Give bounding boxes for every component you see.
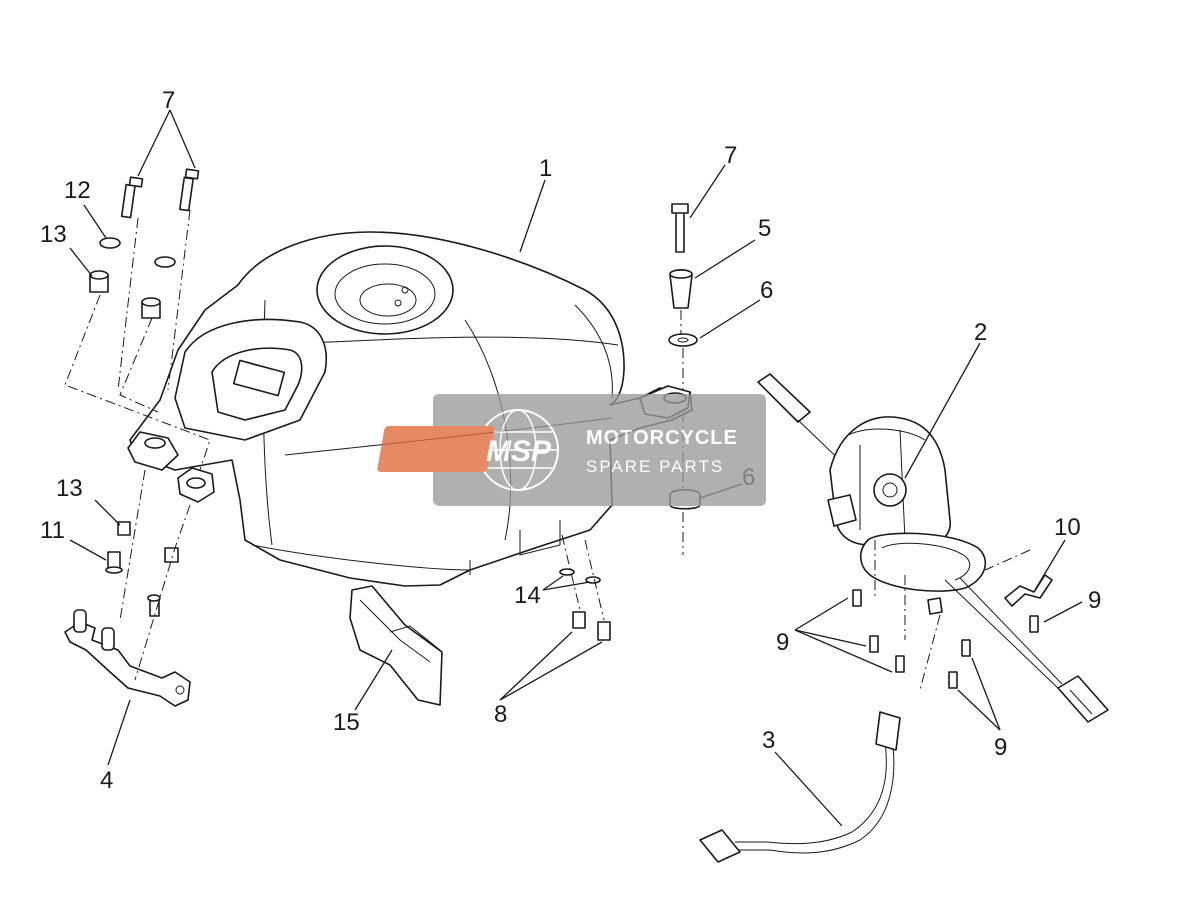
left-hardware-stack [64,168,211,681]
fuel-pump-assembly [757,373,1109,723]
watermark-badge [377,426,495,472]
callout-6-upper: 6 [760,277,773,304]
callout-9-bottom: 9 [994,734,1007,761]
callout-9-right: 9 [1088,587,1101,614]
callout-2: 2 [974,319,987,346]
callout-7-left: 7 [162,87,175,114]
callout-14: 14 [514,582,541,609]
callout-7-right: 7 [724,142,737,169]
callout-8: 8 [494,701,507,728]
part-4-bracket [64,609,191,707]
callout-labels: 1 2 3 4 5 6 6 7 7 8 9 9 9 10 11 12 13 13… [40,87,1101,794]
callout-12: 12 [64,177,91,204]
watermark-line-1: MOTORCYCLE [586,427,738,449]
callout-13-lower: 13 [56,475,83,502]
watermark-panel [433,394,766,506]
part-14-8-fasteners [559,534,611,641]
callout-1: 1 [539,155,552,182]
part-15-cover-plate [349,585,443,706]
callout-3: 3 [762,727,775,754]
callout-10: 10 [1054,514,1081,541]
watermark-line-2: SPARE PARTS [586,457,724,476]
leader-lines [69,109,1083,827]
callout-15: 15 [333,709,360,736]
callout-13-upper: 13 [40,221,67,248]
watermark: MSP MOTORCYCLE SPARE PARTS [377,394,766,506]
fuel-harness [699,711,901,863]
part-10-9-hardware [852,574,1053,689]
callout-11: 11 [40,517,65,544]
watermark-badge-text: MSP [486,435,552,468]
callout-4: 4 [100,767,113,794]
callout-9-left: 9 [776,629,789,656]
callout-5: 5 [758,215,771,242]
